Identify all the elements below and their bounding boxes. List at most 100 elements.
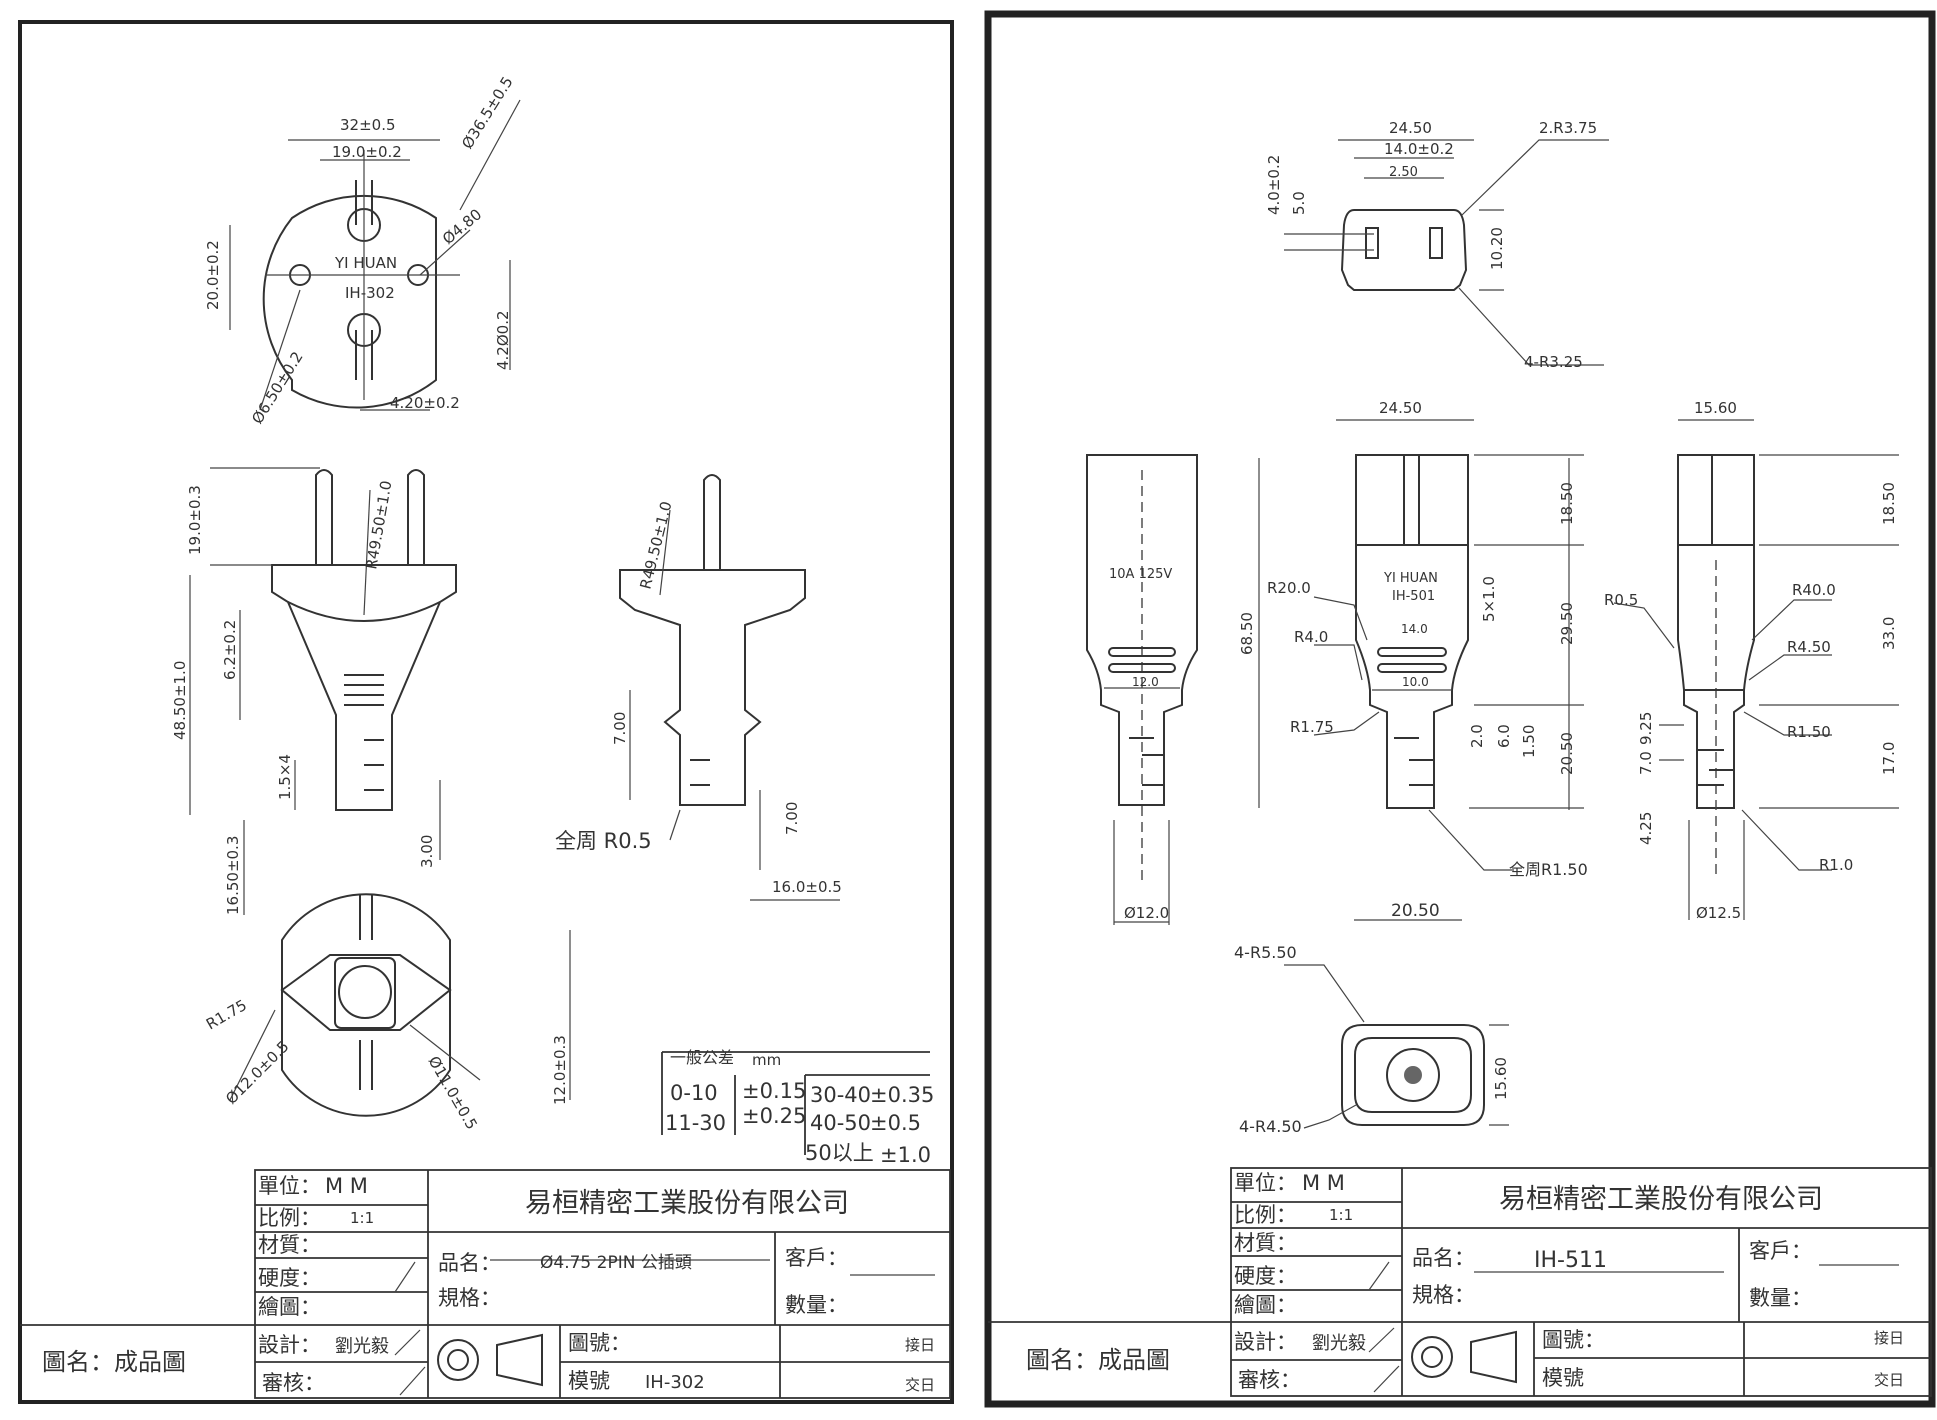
- rating-label: 10A 125V: [1109, 567, 1172, 582]
- pin-left: [315, 469, 333, 565]
- tol-t1: ±0.15: [742, 1079, 806, 1103]
- dim-top-r: 2.R3.75: [1539, 119, 1597, 137]
- tb-customer-label: 客戶：: [785, 1246, 848, 1270]
- right-top-view: 24.50 14.0±0.2 2.50 2.R3.75 4.0±0.2 5.0 …: [1265, 119, 1609, 371]
- dim-center-width: 24.50: [1379, 399, 1422, 417]
- dim-center-2: 2.0: [1468, 724, 1486, 748]
- tb-qty-label: 數量：: [1749, 1286, 1812, 1310]
- leader-line: [1313, 711, 1380, 736]
- leader-line: [1313, 596, 1368, 641]
- projection-symbol-cone: [1470, 1330, 1517, 1384]
- tb-unit-label: 單位：: [1234, 1171, 1297, 1195]
- tb-slash: [394, 1329, 421, 1356]
- bottom-cable-circle: [1386, 1048, 1440, 1102]
- tb-model-value: IH-302: [645, 1372, 705, 1393]
- plug-face-outline: [262, 194, 437, 409]
- dim-side-total: 48.50±1.0: [171, 661, 189, 740]
- bottom-square: [334, 957, 396, 1029]
- rib: [1377, 663, 1447, 673]
- right-left-view: 10A 125V 12.0 Ø12.0: [1086, 454, 1198, 925]
- dim-bottom-h: 15.60: [1492, 1057, 1510, 1100]
- right-drawing-sheet: 24.50 14.0±0.2 2.50 2.R3.75 4.0±0.2 5.0 …: [984, 0, 1937, 1420]
- tol-r2: 11-30: [665, 1111, 726, 1135]
- dim-center-round: 全周R1.50: [1509, 860, 1588, 879]
- bottom-outline: [281, 893, 451, 1117]
- leader-line: [659, 509, 671, 596]
- tb-scale-label: 比例：: [1234, 1203, 1297, 1227]
- leader-line: [259, 289, 301, 411]
- tb-drawn-label: 繪圖：: [1234, 1293, 1297, 1317]
- dim-profile-a: 7.00: [611, 712, 629, 745]
- projection-symbol-inner: [447, 1349, 469, 1371]
- tb-slash: [394, 1261, 416, 1293]
- projection-symbol-inner: [1421, 1346, 1443, 1368]
- socket-pin-left: [1365, 227, 1379, 259]
- profile-body: [619, 569, 806, 806]
- dim-center-14: 14.0: [1401, 622, 1428, 636]
- tb-drawing-no-label: 圖號：: [568, 1331, 631, 1355]
- dim-center-15: 1.50: [1520, 725, 1538, 758]
- dim-right-r10: R1.0: [1819, 856, 1853, 874]
- dim-profile-round: 全周 R0.5: [555, 829, 652, 853]
- dim-side-cable: 16.50±0.3: [224, 836, 242, 915]
- tb-deliver-label: 交日: [905, 1376, 935, 1394]
- tb-review-label: 審核：: [1238, 1368, 1301, 1392]
- model-label-left: IH-302: [345, 284, 395, 302]
- tb-scale-value: 1:1: [1329, 1206, 1353, 1224]
- left-drawing-sheet: 32±0.5 19.0±0.2 Ø36.5±0.5 Ø4.80 YI HUAN …: [0, 0, 958, 1420]
- leader-line: [1743, 711, 1832, 736]
- leader-line: [1458, 287, 1604, 366]
- left-front-view: 32±0.5 19.0±0.2 Ø36.5±0.5 Ø4.80 YI HUAN …: [204, 73, 521, 427]
- projection-symbol-circle: [437, 1339, 479, 1381]
- dim-side-pin-length: 19.0±0.3: [186, 485, 204, 555]
- tb-hardness-label: 硬度：: [1234, 1264, 1297, 1288]
- dim-top-width: 24.50: [1389, 119, 1432, 137]
- socket-face: [1340, 209, 1468, 291]
- dim-right-70: 7.0: [1637, 751, 1655, 775]
- tol-t5: ±1.0: [880, 1143, 931, 1167]
- tb-model-label: 模號: [568, 1369, 610, 1393]
- rib: [1377, 647, 1447, 657]
- dim-top-h2: 5.0: [1290, 191, 1308, 215]
- tolerance-table: 一般公差 mm 0-10 ±0.15 11-30 ±0.25 30-40 ±0.…: [661, 1048, 934, 1167]
- dim-front-recess: Ø6.50±0.2: [248, 348, 307, 427]
- tb-design-value: 劉光毅: [1312, 1333, 1366, 1354]
- dim-top-h1: 4.0±0.2: [1265, 155, 1283, 215]
- tb-slash: [1368, 1327, 1395, 1353]
- dim-front-side: 4.2Ø0.2: [494, 310, 512, 370]
- leader-line: [1314, 644, 1363, 681]
- tol-r1: 0-10: [670, 1081, 718, 1105]
- bottom-hex: [280, 954, 452, 1031]
- dim-center-6: 6.0: [1495, 724, 1513, 748]
- dim-center-top: 18.50: [1558, 482, 1576, 525]
- leader-line: [229, 1009, 276, 1101]
- dim-right-top: 18.50: [1880, 482, 1898, 525]
- tb-drawn-label: 繪圖：: [258, 1295, 321, 1319]
- dim-side-radius: R49.50±1.0: [362, 479, 395, 571]
- dim-center-bot: 20.50: [1558, 732, 1576, 775]
- right-drawing-svg: 24.50 14.0±0.2 2.50 2.R3.75 4.0±0.2 5.0 …: [984, 10, 1936, 1408]
- tb-design-value: 劉光毅: [335, 1336, 389, 1357]
- dim-side-tail: 3.00: [418, 835, 436, 868]
- tb-drawing-name: 圖名：成品圖: [42, 1348, 186, 1376]
- dim-front-width: 32±0.5: [340, 116, 396, 134]
- tb-material-label: 材質：: [1234, 1231, 1297, 1255]
- dim-center-base: 20.50: [1391, 901, 1440, 921]
- tb-qty-label: 數量：: [785, 1293, 848, 1317]
- connector-left-outline: [1086, 454, 1198, 806]
- tb-product-label: 品名：: [438, 1251, 501, 1275]
- dim-front-diameter: Ø36.5±0.5: [458, 73, 517, 152]
- dim-right-r40: R40.0: [1792, 581, 1836, 599]
- left-sheet-frame: [18, 20, 954, 1404]
- dim-bottom-h: 12.0±0.3: [551, 1035, 569, 1105]
- dim-bottom-r: R1.75: [203, 996, 250, 1034]
- projection-symbol-circle: [1411, 1336, 1453, 1378]
- tb-product-value: Ø4.75 2PIN 公插頭: [540, 1253, 692, 1273]
- tb-customer-label: 客戶：: [1749, 1239, 1812, 1263]
- tb-material-label: 材質：: [258, 1233, 321, 1257]
- projection-symbol-cone: [496, 1333, 543, 1387]
- leader-line: [1303, 1104, 1357, 1129]
- right-center-view: 24.50 68.50 18.50 29.50 20.50 R20.0 R4.0…: [1238, 399, 1588, 921]
- dim-side-body: 6.2±0.2: [221, 620, 239, 680]
- right-bottom-view: 4-R5.50 4-R4.50 15.60: [1234, 943, 1510, 1136]
